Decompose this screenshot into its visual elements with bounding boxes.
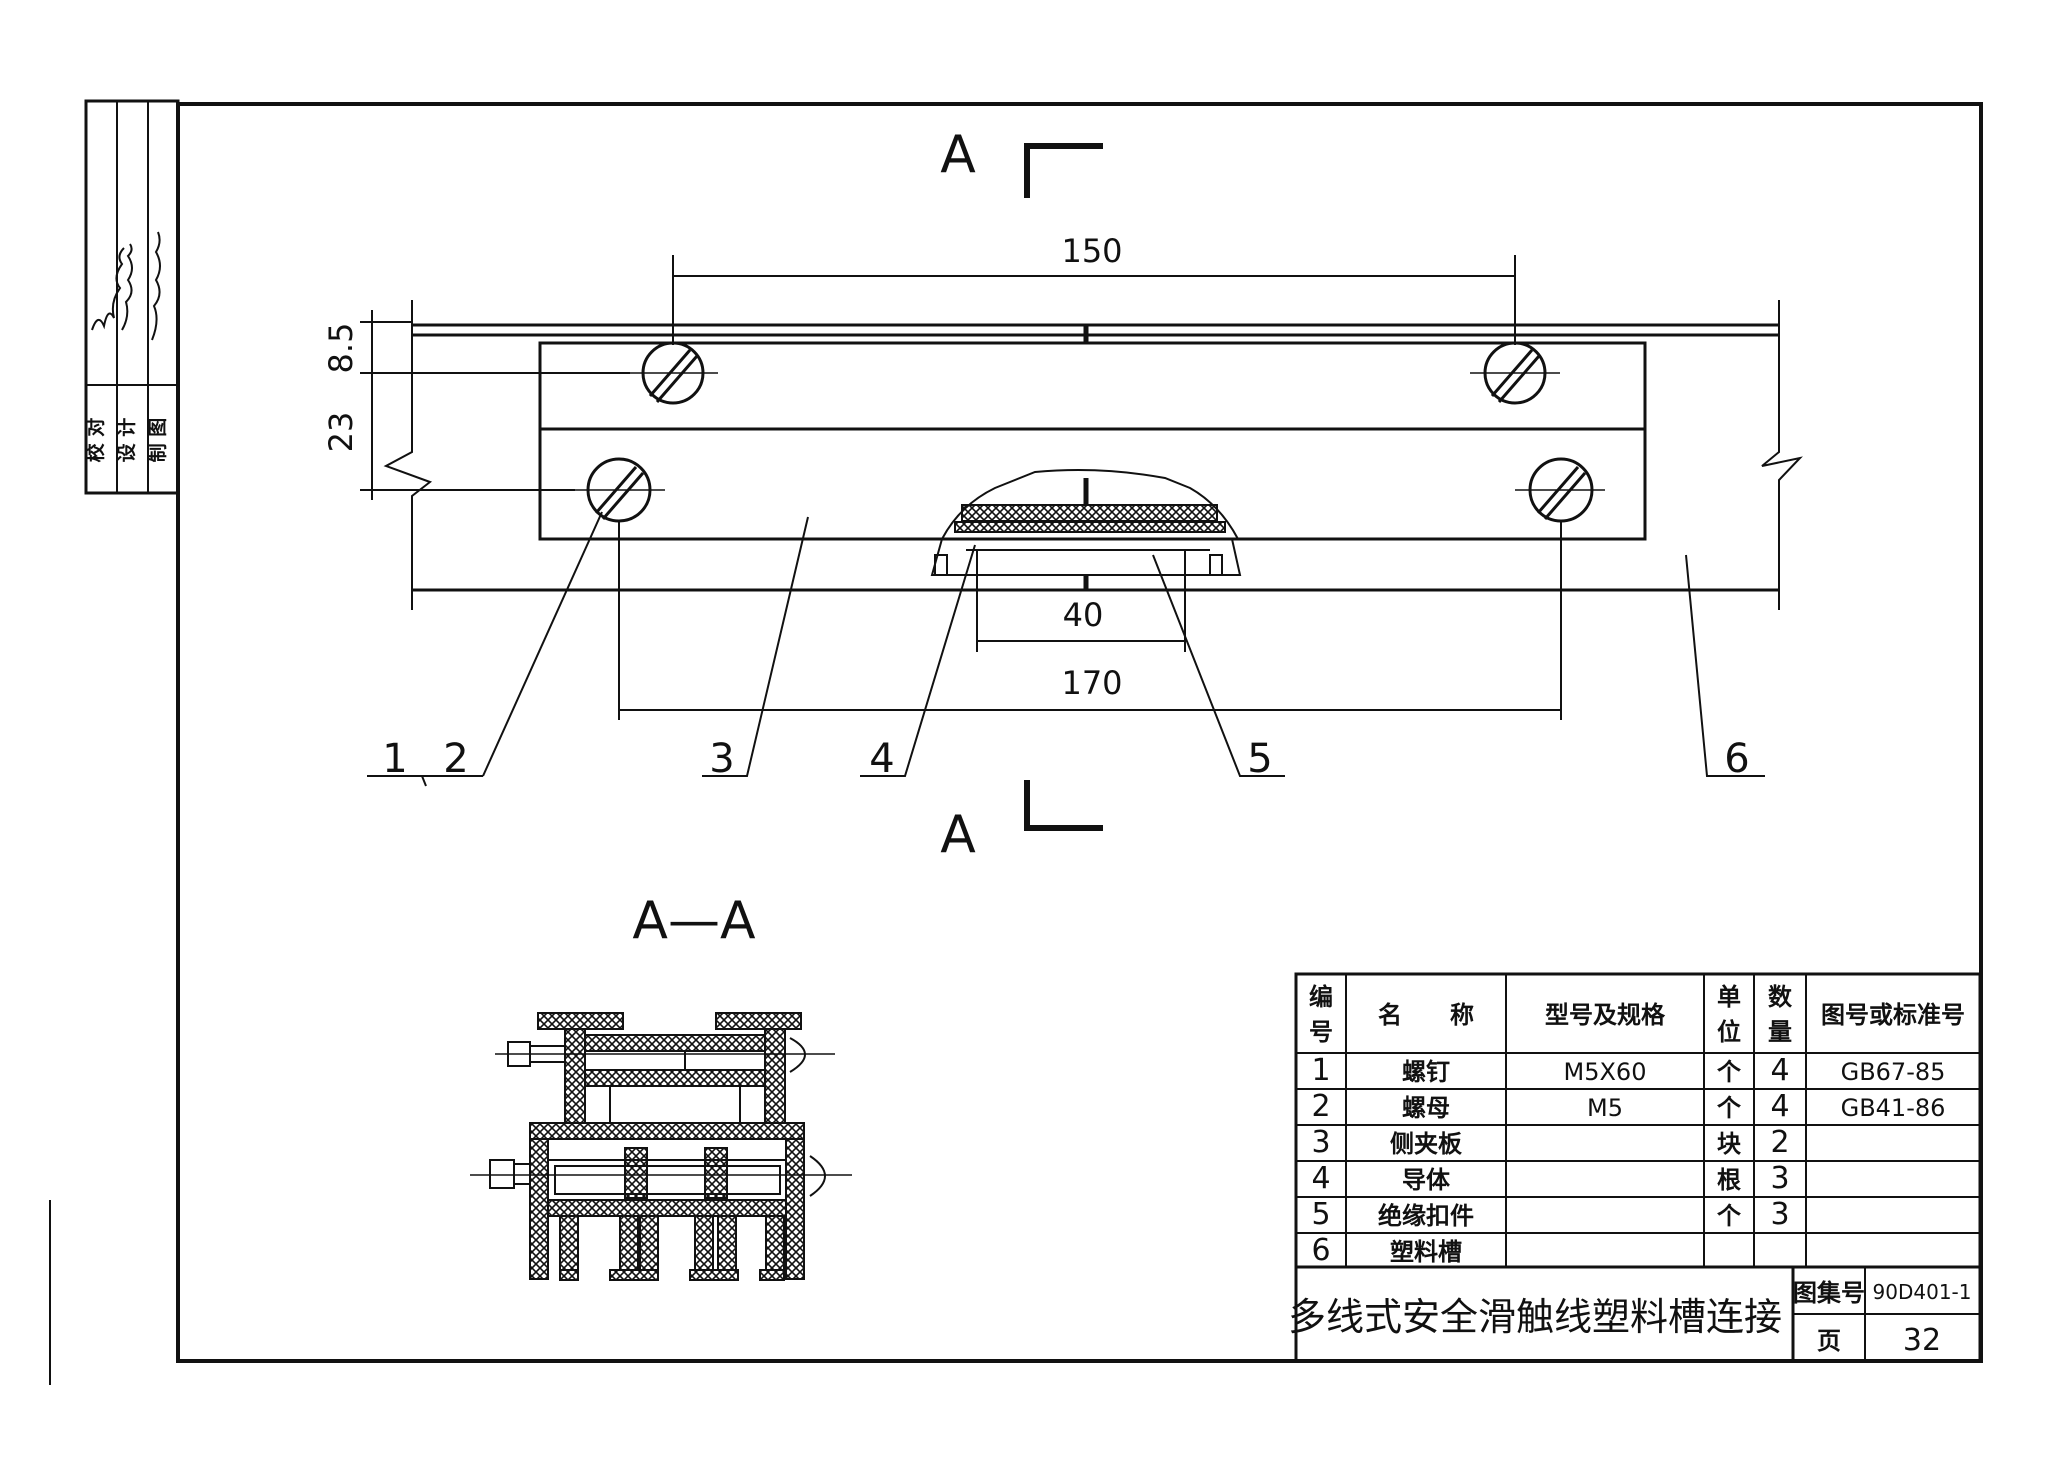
table-cell-unit: 根 <box>1717 1166 1741 1194</box>
section-view-title: A—A <box>632 891 756 951</box>
approval-label-draw: 制 图 <box>146 418 169 463</box>
callout-5: 5 <box>1152 554 1285 782</box>
drawing-frame <box>176 102 1983 1363</box>
table-cell-qty: 4 <box>1770 1053 1789 1088</box>
section-mark-bottom: A <box>940 780 1103 865</box>
page-label: 页 <box>1817 1327 1841 1355</box>
parts-table <box>1294 972 1982 1269</box>
table-cell-no: 2 <box>1311 1089 1330 1124</box>
callout-3: 3 <box>702 516 809 782</box>
header-std: 图号或标准号 <box>1821 1001 1965 1029</box>
header-unit-1: 单 <box>1717 983 1741 1011</box>
header-qty-1: 数 <box>1768 983 1793 1011</box>
table-row: 6 塑料槽 <box>1311 1233 1462 1268</box>
drawing-title: 多线式安全滑触线塑料槽连接 <box>1288 1295 1782 1339</box>
signature-marks <box>91 231 161 341</box>
header-spec: 型号及规格 <box>1545 1001 1666 1029</box>
section-aa-view <box>470 1012 852 1281</box>
approval-label-design: 设 计 <box>116 418 138 463</box>
table-cell-unit: 个 <box>1717 1058 1742 1086</box>
dimension-150: 150 <box>672 232 1516 345</box>
dimension-8.5-label: 8.5 <box>322 323 360 374</box>
table-cell-name: 螺钉 <box>1402 1058 1450 1086</box>
callout-5-label: 5 <box>1247 736 1272 782</box>
table-cell-qty: 3 <box>1770 1197 1789 1232</box>
callout-6: 6 <box>1685 554 1765 782</box>
table-cell-no: 4 <box>1311 1161 1330 1196</box>
callout-1-2 <box>367 511 603 787</box>
atlas-number: 90D401-1 <box>1873 1280 1972 1304</box>
plan-view <box>383 300 1803 610</box>
page-number: 32 <box>1903 1323 1941 1358</box>
table-cell-name: 塑料槽 <box>1390 1238 1462 1266</box>
table-cell-qty: 4 <box>1770 1089 1789 1124</box>
approval-block: 校 对 设 计 制 图 <box>84 99 180 495</box>
dimension-40: 40 <box>976 550 1186 652</box>
dimension-40-label: 40 <box>1063 596 1104 634</box>
dimension-vertical: 8.5 23 <box>322 310 630 500</box>
dimension-23-label: 23 <box>322 412 360 453</box>
table-cell-unit: 个 <box>1717 1202 1742 1230</box>
approval-label-check: 校 对 <box>84 418 107 463</box>
header-unit-2: 位 <box>1717 1018 1741 1046</box>
title-block <box>1294 1265 1982 1363</box>
callout-2-label: 2 <box>443 736 468 782</box>
parts-table-text: 编 号 名 称 型号及规格 单 位 数 量 图号或标准号 <box>1309 983 1965 1046</box>
table-cell-no: 5 <box>1311 1197 1330 1232</box>
table-cell-name: 侧夹板 <box>1390 1130 1463 1158</box>
dimension-150-label: 150 <box>1061 232 1122 270</box>
table-cell-unit: 个 <box>1717 1094 1742 1122</box>
callout-1-label: 1 <box>382 736 407 782</box>
section-letter-bottom: A <box>940 805 976 865</box>
screw-top-left <box>630 341 718 405</box>
header-no-1: 编 <box>1309 983 1333 1011</box>
screw-top-right <box>1470 341 1560 405</box>
dimension-170-label: 170 <box>1061 664 1122 702</box>
section-mark-top: A <box>940 125 1103 198</box>
table-cell-name: 导体 <box>1402 1166 1451 1194</box>
header-name: 名 称 <box>1378 1001 1474 1029</box>
table-cell-name: 螺母 <box>1402 1094 1450 1122</box>
section-letter-top: A <box>940 125 976 185</box>
table-cell-no: 1 <box>1311 1053 1330 1088</box>
screw-bottom-left <box>575 457 665 523</box>
table-cell-spec: M5X60 <box>1564 1058 1647 1086</box>
table-row: 4 导体 根 3 <box>1311 1161 1789 1196</box>
table-cell-no: 6 <box>1311 1233 1330 1268</box>
table-cell-spec: M5 <box>1587 1094 1623 1122</box>
callout-4-label: 4 <box>869 736 894 782</box>
callout-6-label: 6 <box>1724 736 1749 782</box>
screw-bottom-right <box>1515 457 1605 523</box>
header-no-2: 号 <box>1309 1018 1333 1046</box>
table-cell-no: 3 <box>1311 1125 1330 1160</box>
table-cell-std: GB67-85 <box>1841 1058 1946 1086</box>
table-cell-qty: 2 <box>1770 1125 1789 1160</box>
header-qty-2: 量 <box>1768 1018 1792 1046</box>
table-cell-std: GB41-86 <box>1841 1094 1946 1122</box>
dimension-170: 170 <box>618 520 1562 720</box>
table-cell-unit: 块 <box>1717 1130 1741 1158</box>
callout-4: 4 <box>860 544 976 782</box>
table-cell-qty: 3 <box>1770 1161 1789 1196</box>
atlas-label: 图集号 <box>1793 1279 1865 1307</box>
table-row: 3 侧夹板 块 2 <box>1311 1125 1789 1160</box>
callout-3-label: 3 <box>709 736 734 782</box>
table-cell-name: 绝缘扣件 <box>1378 1202 1474 1230</box>
